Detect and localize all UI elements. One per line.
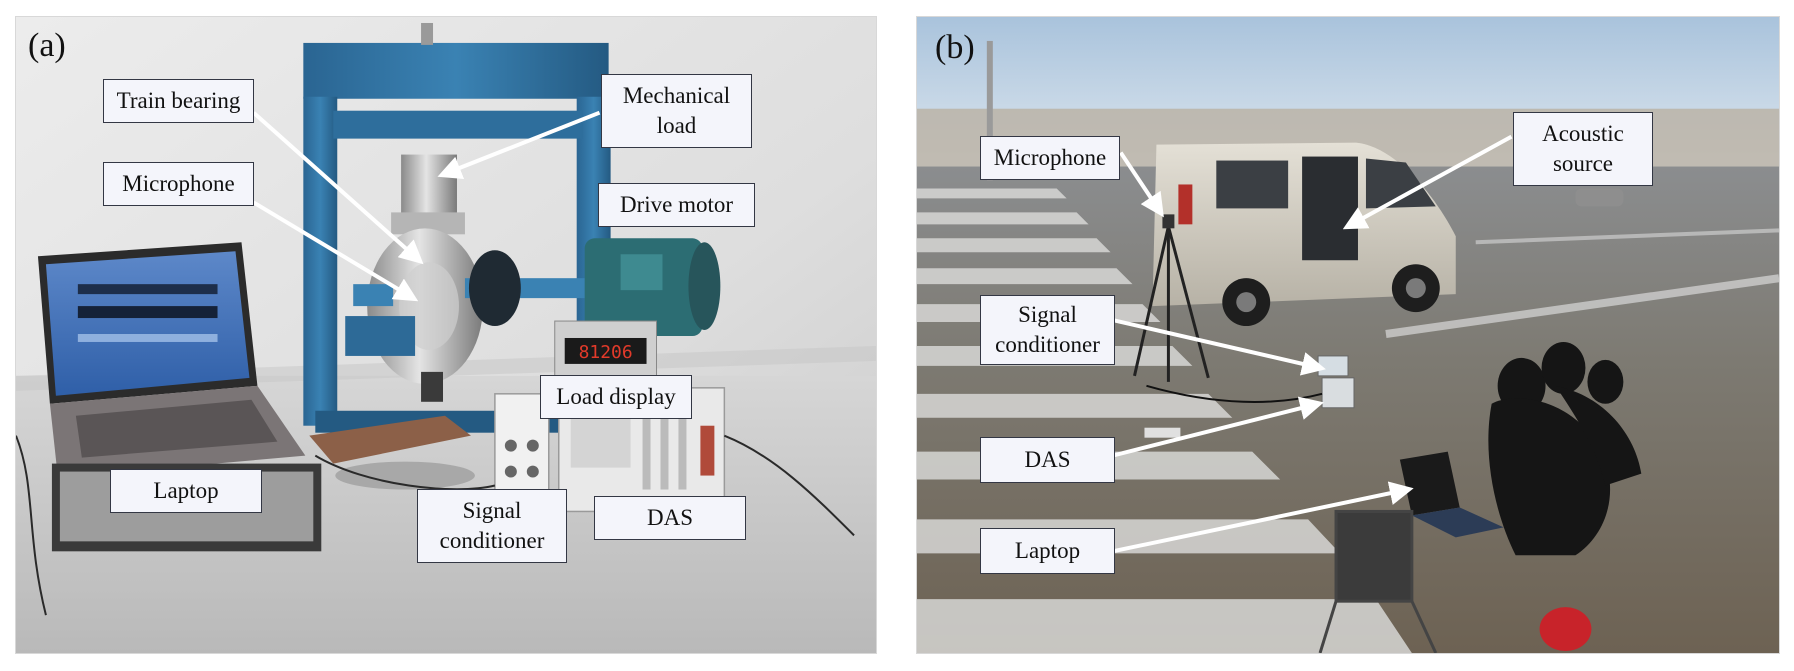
label-signal-conditioner: Signal conditioner	[417, 489, 567, 563]
load-cylinder	[401, 154, 457, 217]
panel-letter-a: (a)	[28, 27, 66, 64]
utility-pole	[986, 40, 993, 181]
label-laptop: Laptop	[110, 469, 262, 513]
load-display-readout: 81206	[579, 342, 633, 363]
panel-a-lab-photo: 81206	[15, 16, 877, 654]
signal-conditioner-box	[1317, 355, 1349, 377]
distant-car	[1575, 188, 1624, 207]
label-load-display: Load display	[540, 375, 692, 419]
red-bag	[1539, 607, 1592, 652]
label-das: DAS	[594, 496, 746, 540]
label-drive-motor: Drive motor	[598, 183, 755, 227]
label-laptop-b: Laptop	[980, 528, 1115, 574]
van	[1152, 142, 1456, 327]
label-train-bearing: Train bearing	[103, 79, 254, 123]
label-signal-conditioner-b: Signal conditioner	[980, 295, 1115, 365]
laptop-device	[37, 242, 322, 552]
label-acoustic-source: Acoustic source	[1513, 112, 1653, 186]
coupling	[468, 250, 521, 327]
label-das-b: DAS	[980, 437, 1115, 483]
label-microphone-b: Microphone	[980, 136, 1120, 180]
label-mechanical-load: Mechanical load	[601, 74, 752, 148]
drive-motor	[584, 238, 721, 336]
panel-b-field-photo: (b) Microphone Acoustic source Signal co…	[916, 16, 1780, 654]
load-display-unit: 81206	[554, 320, 658, 386]
panel-letter-b: (b)	[935, 29, 975, 66]
das-box	[1321, 377, 1355, 409]
base-plate	[309, 371, 475, 490]
label-microphone: Microphone	[103, 162, 254, 206]
operators	[1488, 341, 1642, 556]
signal-conditioner-unit	[494, 393, 550, 503]
field-laptop	[1399, 451, 1504, 538]
microphone-head	[1162, 214, 1175, 229]
